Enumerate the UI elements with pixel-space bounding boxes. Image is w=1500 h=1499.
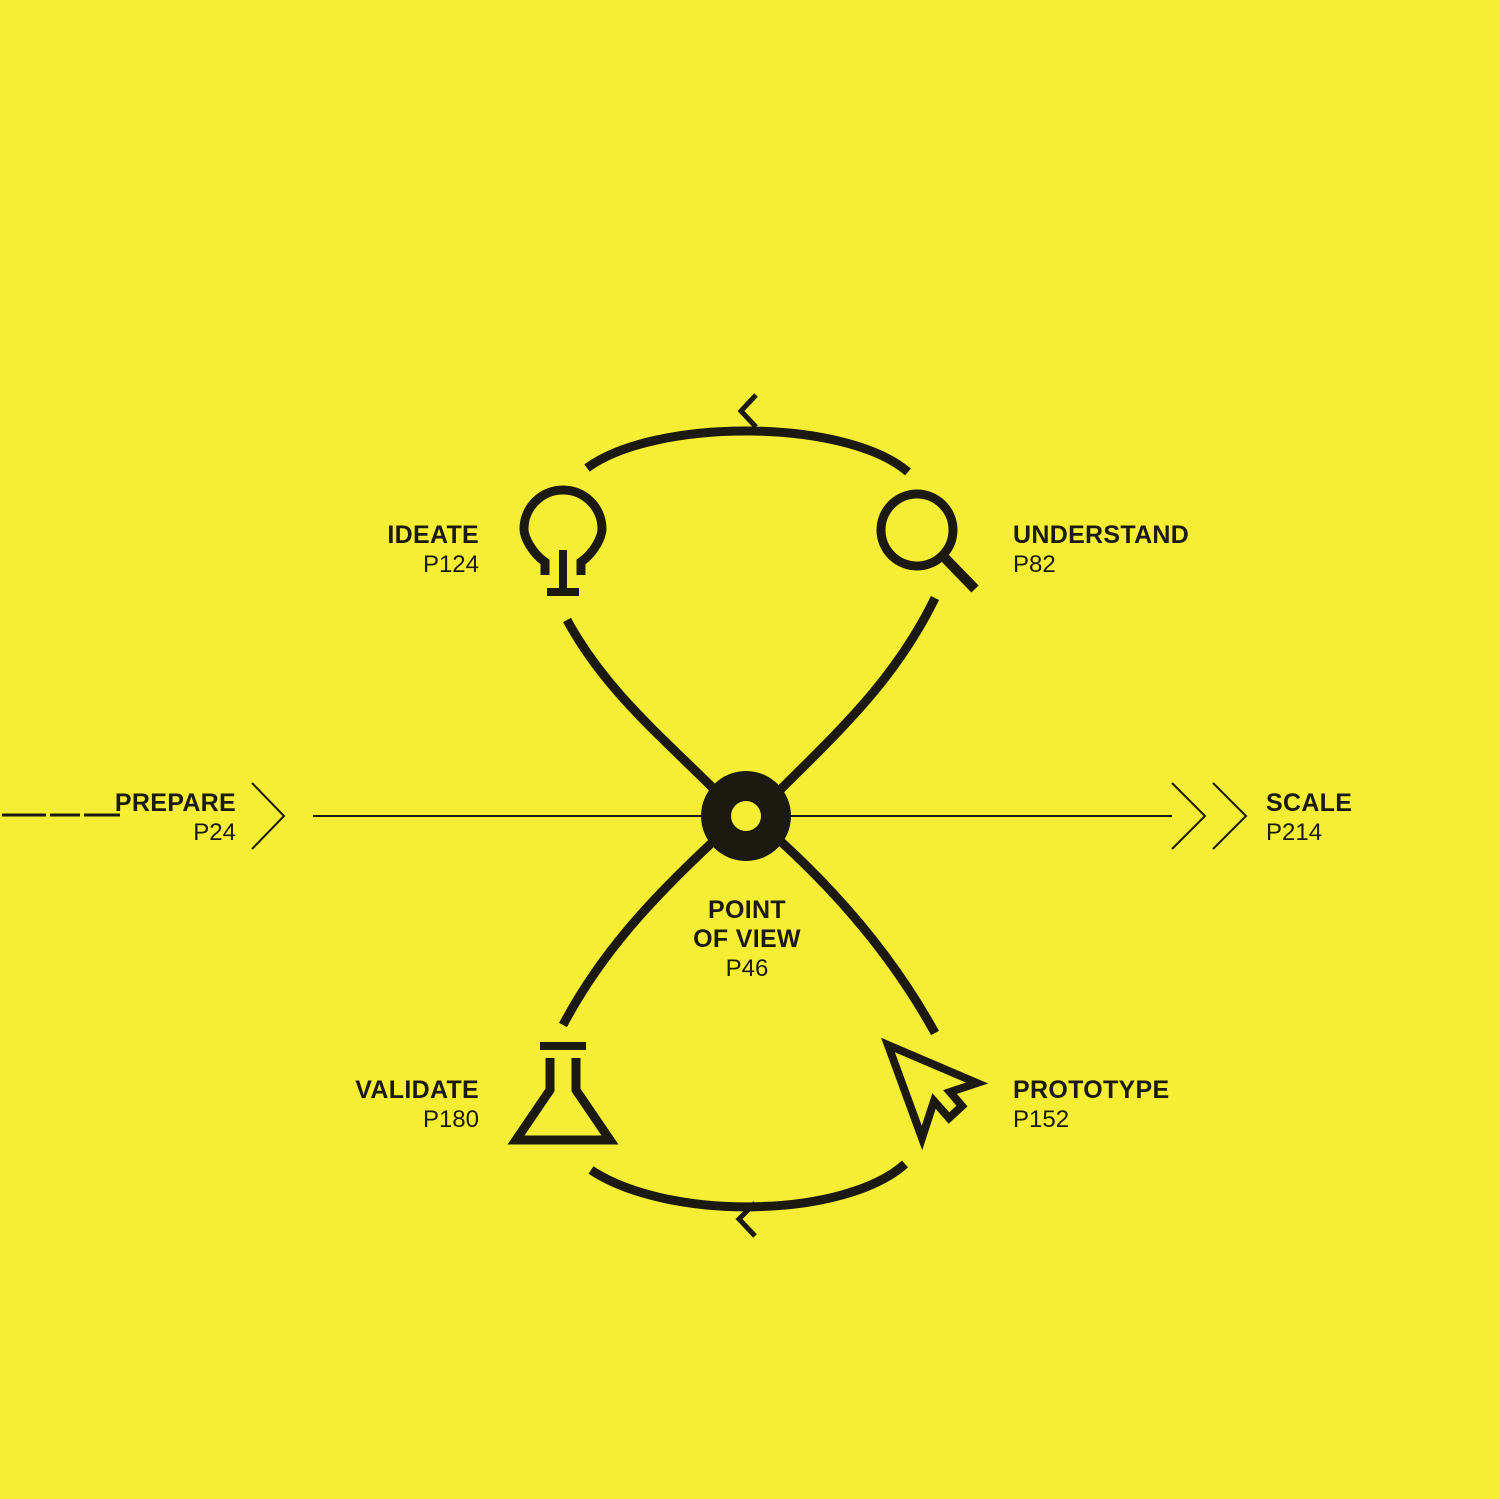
top-arc — [584, 426, 911, 476]
validate-name: VALIDATE — [355, 1076, 479, 1104]
prepare-chevron-icon — [251, 782, 286, 850]
point-of-view-name-line1: POINT — [708, 896, 786, 924]
point-of-view-ring-icon — [701, 771, 791, 861]
point-of-view-label: POINT OF VIEW P46 — [676, 896, 818, 983]
scale-page: P214 — [1266, 819, 1323, 846]
validate-strand — [559, 834, 721, 1028]
prepare-label: PREPARE P24 — [115, 789, 236, 847]
prototype-label: PROTOTYPE P152 — [1013, 1076, 1169, 1134]
understand-strand — [771, 596, 940, 799]
scale-label: SCALE P214 — [1266, 789, 1352, 847]
prototype-page: P152 — [1013, 1106, 1070, 1133]
understand-page: P82 — [1013, 551, 1056, 578]
validate-page: P180 — [422, 1106, 479, 1133]
cursor-arrow-icon — [881, 1037, 989, 1151]
magnifier-icon — [876, 489, 979, 593]
understand-label: UNDERSTAND P82 — [1013, 521, 1189, 579]
prepare-name: PREPARE — [114, 789, 236, 817]
ideate-name: IDEATE — [387, 521, 479, 549]
bottom-arrow-icon — [735, 1201, 757, 1238]
ideate-page: P124 — [422, 551, 479, 578]
ideate-label: IDEATE P124 — [387, 521, 479, 579]
point-of-view-name-line2: OF VIEW — [693, 925, 801, 953]
prototype-name: PROTOTYPE — [1013, 1076, 1170, 1104]
prepare-page: P24 — [193, 819, 236, 846]
understand-name: UNDERSTAND — [1013, 521, 1190, 549]
scale-chevron-icon-1 — [1171, 782, 1207, 850]
bottom-arc — [588, 1160, 909, 1212]
scale-chevron-icon-2 — [1212, 782, 1248, 850]
lightbulb-icon — [519, 485, 607, 596]
ideate-strand — [563, 617, 724, 799]
scale-name: SCALE — [1266, 789, 1353, 817]
flask-icon — [507, 1042, 619, 1145]
validate-label: VALIDATE P180 — [355, 1076, 479, 1134]
top-arrow-icon — [737, 393, 758, 429]
point-of-view-page: P46 — [725, 955, 769, 982]
prototype-strand — [773, 834, 939, 1036]
